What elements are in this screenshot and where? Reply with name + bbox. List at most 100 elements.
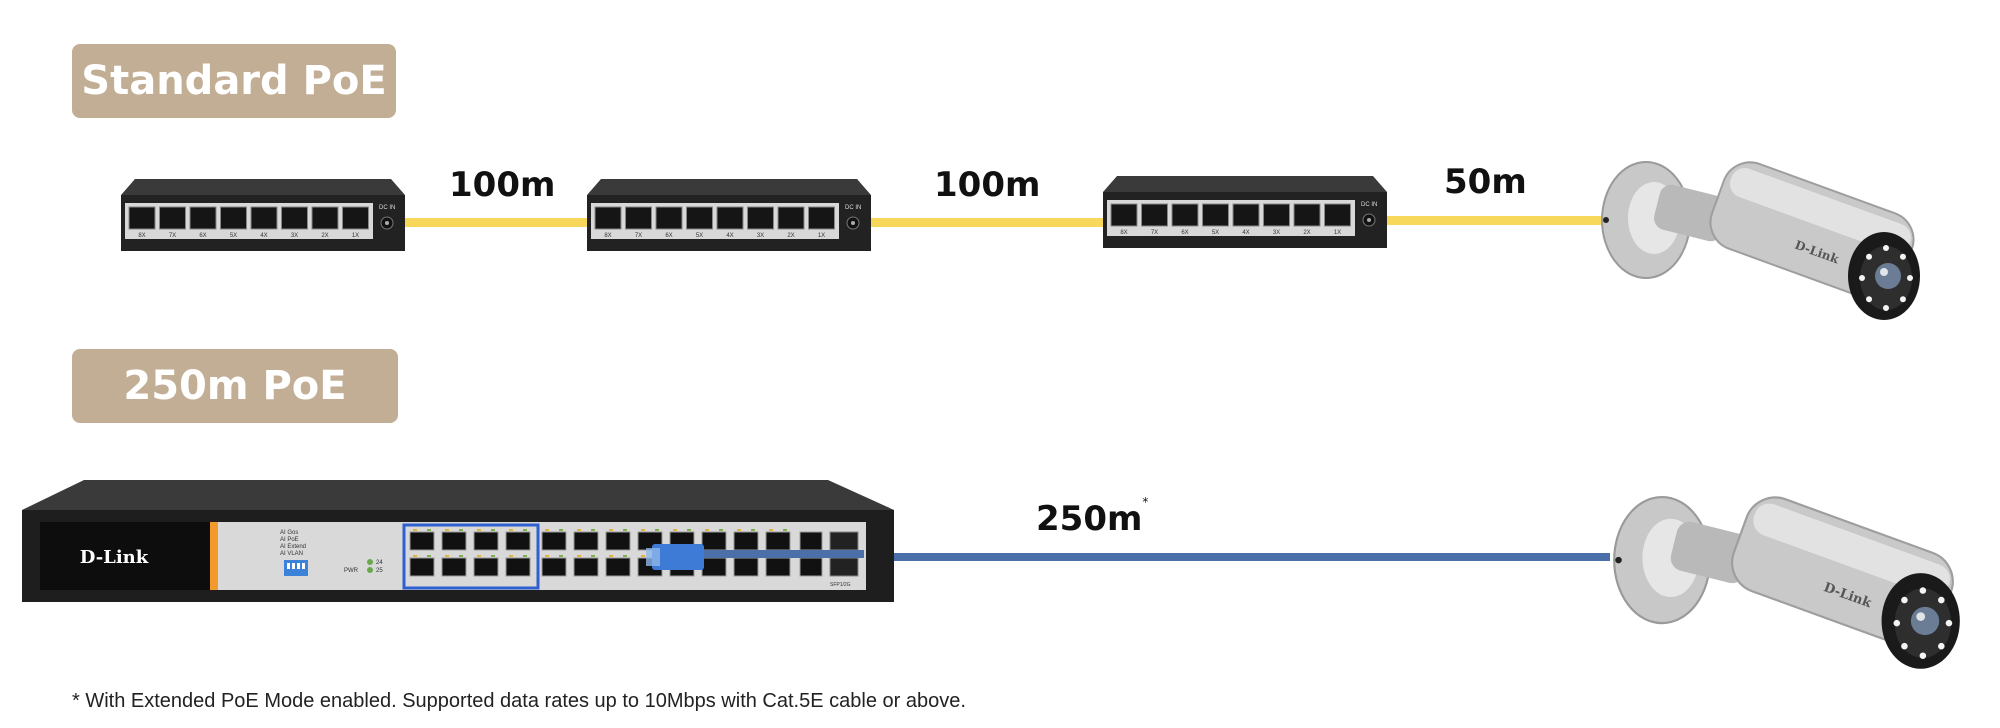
standard-cable-1	[404, 218, 590, 227]
port-icon	[409, 531, 435, 551]
port-label: 3X	[291, 233, 298, 239]
port-icon	[441, 531, 467, 551]
extended-port-highlight	[402, 523, 540, 590]
port-icon	[1171, 203, 1199, 227]
port-label: 8X	[604, 233, 611, 239]
standard-cable-2	[870, 218, 1106, 227]
led-icon-1	[367, 559, 373, 565]
port-icon	[733, 531, 759, 551]
port-label: 2X	[1303, 230, 1310, 236]
port-icon	[733, 557, 759, 577]
extended-distance-marker: *	[1142, 495, 1149, 509]
dip-label-4: AI VLAN	[280, 551, 303, 557]
port-label: 8X	[1120, 230, 1127, 236]
port-icon	[189, 206, 217, 230]
port-icon	[311, 206, 339, 230]
port-label: 1X	[1334, 230, 1341, 236]
extended-distance-value: 250m	[1036, 499, 1143, 539]
port-icon	[1232, 203, 1260, 227]
port-icon	[765, 557, 791, 577]
port-label: 7X	[1151, 230, 1158, 236]
port-icon	[220, 206, 247, 230]
port-icon	[1141, 203, 1168, 227]
port-icon	[573, 557, 599, 577]
port-grid	[409, 529, 791, 577]
extended-poe-label: 250m PoE	[123, 363, 347, 409]
standard-poe-label: Standard PoE	[81, 58, 387, 104]
port-icon	[281, 206, 308, 230]
port-label: 6X	[1181, 230, 1188, 236]
port-icon	[655, 206, 683, 230]
port-label: 6X	[199, 233, 206, 239]
port-icon	[701, 531, 727, 551]
port-label: 4X	[726, 233, 733, 239]
port-icon	[342, 206, 369, 230]
port-icon	[594, 206, 622, 230]
extended-distance: 250m*	[1036, 495, 1148, 539]
port-icon	[250, 206, 278, 230]
uplink-port-1	[799, 531, 823, 551]
port-label: 5X	[696, 233, 703, 239]
port-icon	[605, 557, 631, 577]
sfp-port-2	[829, 557, 859, 577]
dc-in-label: DC IN	[379, 205, 395, 211]
dip-label-1: AI Gos	[280, 530, 298, 536]
extended-cable	[860, 553, 1610, 561]
camera-icon-extended: D-Link	[1613, 495, 1960, 669]
port-label: 2X	[321, 233, 328, 239]
switch-24port-icon: D-Link AI Gos AI PoE AI Extend AI VLAN P…	[22, 480, 894, 602]
dc-in-label: DC IN	[845, 205, 861, 211]
uplink-port-2	[799, 557, 823, 577]
port-icon	[1263, 203, 1290, 227]
port-icon	[1202, 203, 1229, 227]
port-icon	[473, 557, 499, 577]
port-icon	[777, 206, 805, 230]
dip-switch-toggles	[287, 563, 305, 569]
port-icon	[473, 531, 499, 551]
port-icon	[716, 206, 744, 230]
port-icon	[686, 206, 713, 230]
port-icon	[541, 557, 567, 577]
port-label: 7X	[169, 233, 176, 239]
port-icon	[573, 531, 599, 551]
port-icon	[541, 531, 567, 551]
port-label: 1X	[352, 233, 359, 239]
dc-in-label: DC IN	[1361, 202, 1377, 208]
port-icon	[1324, 203, 1351, 227]
port-label: 2X	[787, 233, 794, 239]
standard-cable-3	[1386, 216, 1606, 225]
port-label: 1X	[818, 233, 825, 239]
footnote: * With Extended PoE Mode enabled. Suppor…	[72, 690, 966, 712]
switch-brand-text: D-Link	[80, 547, 149, 568]
led-icon-2	[367, 567, 373, 573]
port-icon	[605, 531, 631, 551]
camera-icon-standard: D-Link	[1601, 161, 1920, 320]
port-icon	[409, 557, 435, 577]
segment-distance-2: 100m	[934, 165, 1041, 205]
port-icon	[505, 531, 531, 551]
dip-label-3: AI Extend	[280, 544, 306, 550]
segment-distance-3: 50m	[1444, 162, 1527, 202]
led-label-2: 25	[376, 568, 383, 574]
port-icon	[808, 206, 835, 230]
dip-label-2: AI PoE	[280, 537, 299, 543]
port-label: 4X	[260, 233, 267, 239]
port-icon	[441, 557, 467, 577]
port-label: 3X	[1273, 230, 1280, 236]
port-label: 4X	[1242, 230, 1249, 236]
port-icon	[128, 206, 156, 230]
port-icon	[505, 557, 531, 577]
port-icon	[1293, 203, 1321, 227]
segment-distance-1: 100m	[449, 165, 556, 205]
port-label: 3X	[757, 233, 764, 239]
power-label: PWR	[344, 568, 359, 574]
standard-poe-badge: Standard PoE	[72, 44, 396, 118]
port-icon	[701, 557, 727, 577]
port-label: 5X	[230, 233, 237, 239]
port-icon	[1110, 203, 1138, 227]
port-icon	[625, 206, 652, 230]
port-icon	[747, 206, 774, 230]
